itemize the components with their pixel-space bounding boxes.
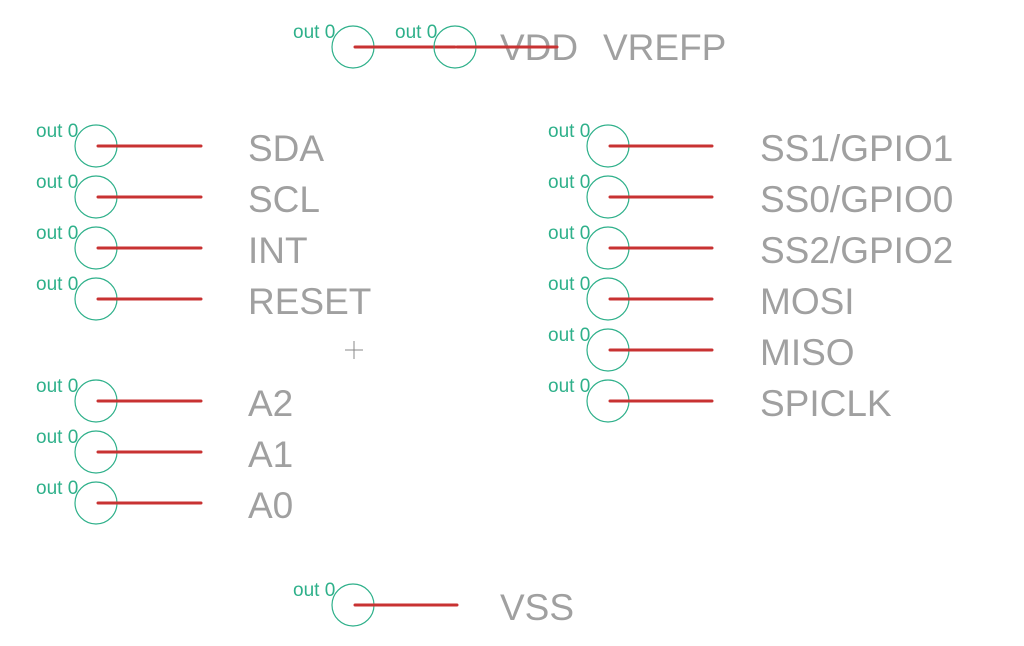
pin-direction-label: out 0 <box>36 427 78 448</box>
pin-ss0-gpio0[interactable]: out 0 SS0/GPIO0 <box>548 172 953 220</box>
pin-vrefp[interactable]: out 0 VREFP <box>395 22 726 69</box>
pin-name-label: VREFP <box>603 27 726 68</box>
pin-direction-label: out 0 <box>36 121 78 142</box>
pin-name-label: SDA <box>248 128 324 169</box>
pin-scl[interactable]: out 0 SCL <box>36 172 320 220</box>
pin-name-label: SCL <box>248 179 320 220</box>
pin-name-label: INT <box>248 230 308 271</box>
pin-ss1-gpio1[interactable]: out 0 SS1/GPIO1 <box>548 121 953 169</box>
pin-direction-label: out 0 <box>548 121 590 142</box>
pin-direction-label: out 0 <box>36 274 78 295</box>
pin-direction-label: out 0 <box>395 22 437 43</box>
pin-direction-label: out 0 <box>548 274 590 295</box>
symbol-origin-marker <box>345 341 363 359</box>
pin-miso[interactable]: out 0 MISO <box>548 325 855 373</box>
pin-a1[interactable]: out 0 A1 <box>36 427 293 475</box>
pin-name-label: A2 <box>248 383 293 424</box>
pin-name-label: A0 <box>248 485 293 526</box>
pin-a0[interactable]: out 0 A0 <box>36 478 293 526</box>
pin-mosi[interactable]: out 0 MOSI <box>548 274 855 322</box>
pin-name-label: RESET <box>248 281 371 322</box>
pin-direction-label: out 0 <box>548 223 590 244</box>
pin-direction-label: out 0 <box>293 22 335 43</box>
pin-sda[interactable]: out 0 SDA <box>36 121 324 169</box>
pin-vss[interactable]: out 0 VSS <box>293 580 574 628</box>
pin-name-label: SS1/GPIO1 <box>760 128 953 169</box>
pin-name-label: SS0/GPIO0 <box>760 179 953 220</box>
pin-a2[interactable]: out 0 A2 <box>36 376 293 424</box>
pin-name-label: SPICLK <box>760 383 892 424</box>
pin-direction-label: out 0 <box>548 376 590 397</box>
pin-direction-label: out 0 <box>36 376 78 397</box>
pin-direction-label: out 0 <box>293 580 335 601</box>
pin-direction-label: out 0 <box>36 223 78 244</box>
pin-reset[interactable]: out 0 RESET <box>36 274 371 322</box>
pin-direction-label: out 0 <box>548 325 590 346</box>
pin-int[interactable]: out 0 INT <box>36 223 308 271</box>
pin-ss2-gpio2[interactable]: out 0 SS2/GPIO2 <box>548 223 953 271</box>
pin-spiclk[interactable]: out 0 SPICLK <box>548 376 892 424</box>
pin-direction-label: out 0 <box>36 172 78 193</box>
pin-name-label: A1 <box>248 434 293 475</box>
pin-name-label: MISO <box>760 332 855 373</box>
pin-name-label: SS2/GPIO2 <box>760 230 953 271</box>
pin-direction-label: out 0 <box>548 172 590 193</box>
pin-direction-label: out 0 <box>36 478 78 499</box>
pin-name-label: VSS <box>500 587 574 628</box>
pin-name-label: MOSI <box>760 281 855 322</box>
